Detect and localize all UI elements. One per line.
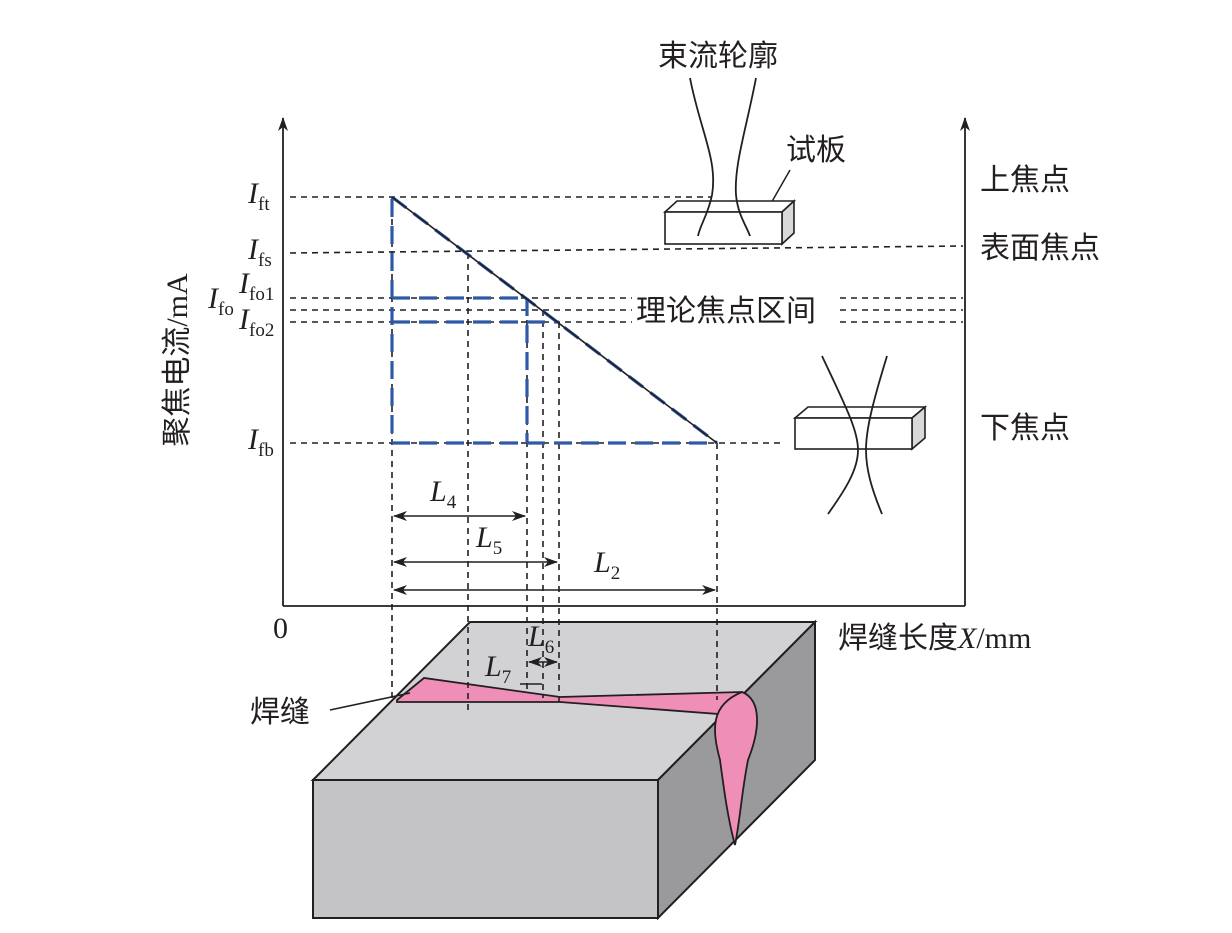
origin-label: 0 xyxy=(273,612,288,645)
beam-profile-label: 束流轮廓 xyxy=(658,40,778,73)
lower-focus-inset xyxy=(792,355,928,515)
beam2-line-right xyxy=(865,355,888,515)
dimension-labels: L4 L5 L2 L6 L7 xyxy=(429,475,620,688)
label-theory-interval: 理论焦点区间 xyxy=(636,295,816,328)
label-lower-focus: 下焦点 xyxy=(980,412,1070,445)
plate2-front xyxy=(794,417,913,450)
label-L2: L2 xyxy=(593,546,620,584)
weld-seam xyxy=(396,677,758,846)
dimension-arrows xyxy=(393,511,716,685)
weld-seam-side xyxy=(714,691,758,846)
upper-focus-inset: 束流轮廓 试板 xyxy=(658,40,846,246)
label-L5: L5 xyxy=(475,521,502,559)
label-L6: L6 xyxy=(527,620,554,658)
y-axis-title: 聚焦电流/mA xyxy=(161,273,194,447)
tick-label-fo: Ifo xyxy=(207,282,234,320)
y-tick-labels: Ift Ifs Ifo1 Ifo Ifo2 Ifb xyxy=(207,177,274,461)
plate2-top xyxy=(792,406,928,419)
tick-label-fb: Ifb xyxy=(247,423,274,461)
vertical-projection-lines xyxy=(391,197,718,712)
label-upper-focus: 上焦点 xyxy=(980,164,1070,197)
beam2-line-left xyxy=(821,355,859,515)
beam-line-left xyxy=(689,77,715,237)
right-labels: 上焦点 表面焦点 下焦点 xyxy=(980,164,1100,445)
tick-label-ft: Ift xyxy=(247,177,270,215)
ref-line-fs xyxy=(289,245,964,254)
current-ramp-line xyxy=(391,196,718,444)
block-front-face xyxy=(312,779,659,919)
label-L7: L7 xyxy=(484,650,511,688)
tick-label-fo1: Ifo1 xyxy=(238,267,274,305)
test-plate-label: 试板 xyxy=(786,134,846,167)
weld-label: 焊缝 xyxy=(250,696,310,729)
x-axis-title: 焊缝长度X/mm xyxy=(838,622,1031,655)
tick-label-fo2: Ifo2 xyxy=(238,303,274,341)
beam-line-right xyxy=(734,77,757,237)
focus-current-profile xyxy=(390,195,718,445)
label-L4: L4 xyxy=(429,475,457,513)
tick-label-fs: Ifs xyxy=(247,233,272,271)
weld-leader xyxy=(329,692,411,711)
plate-top xyxy=(662,200,797,213)
plate-front xyxy=(664,211,783,245)
label-surface-focus: 表面焦点 xyxy=(980,232,1100,265)
axes xyxy=(278,117,970,607)
theory-interval-label-bg xyxy=(632,290,840,330)
